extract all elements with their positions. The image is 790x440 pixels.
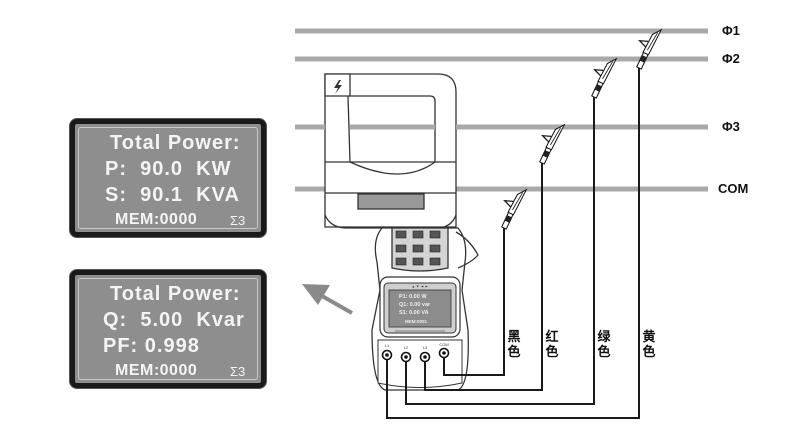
lightning-icon xyxy=(334,80,342,94)
display-mode: Σ3 xyxy=(230,364,246,379)
svg-text:▲ ▼ ◄ ►: ▲ ▼ ◄ ► xyxy=(412,285,429,289)
keypad xyxy=(395,230,441,266)
key-4[interactable] xyxy=(395,244,407,253)
meter-screen-line1: P1: 0.00 W xyxy=(399,294,427,300)
display-value-s: S: 90.1 KVA xyxy=(105,184,240,206)
lead-label-black: 黑色 xyxy=(507,329,521,359)
key-6[interactable] xyxy=(429,244,441,253)
label-phi2: Φ2 xyxy=(722,51,740,66)
jack-label-l2: L2 xyxy=(404,345,409,350)
lead-label-green: 绿色 xyxy=(597,329,611,359)
display-value-q: Q: 5.00 Kvar xyxy=(103,309,245,331)
wire-black xyxy=(443,228,505,376)
key-1[interactable] xyxy=(395,230,407,239)
meter-screen-line3: S1: 0.00 VA xyxy=(399,310,429,316)
key-3[interactable] xyxy=(429,230,441,239)
jack-label-l3: L3 xyxy=(423,345,428,350)
clamp-head xyxy=(324,73,457,229)
display-title: Total Power: xyxy=(110,132,241,154)
jack-label-l1: L1 xyxy=(385,343,390,348)
lead-label-yellow: 黄色 xyxy=(642,329,656,359)
meter-screen-line4: MEM:0001 xyxy=(405,319,428,324)
display-mode: Σ3 xyxy=(230,213,246,228)
display-value-p: P: 90.0 KW xyxy=(105,158,232,180)
clip-red xyxy=(539,123,566,165)
clip-green xyxy=(591,57,618,99)
wires xyxy=(386,68,640,419)
jack-label-com: COM xyxy=(439,342,448,347)
alligator-clips xyxy=(501,28,663,230)
wire-yellow xyxy=(386,68,640,419)
display-mem: MEM:0000 xyxy=(115,211,198,228)
wire-red xyxy=(424,163,543,391)
key-8[interactable] xyxy=(412,257,424,266)
jack-panel: L1 L2 L3 COM xyxy=(377,339,463,388)
clip-black xyxy=(501,188,528,230)
display-title: Total Power: xyxy=(110,283,241,305)
label-phi3: Φ3 xyxy=(722,119,740,134)
label-phi1: Φ1 xyxy=(722,23,740,38)
lead-label-red: 红色 xyxy=(545,329,559,359)
key-2[interactable] xyxy=(412,230,424,239)
display-total-power-q-pf: Total Power: Q: 5.00 Kvar PF: 0.998 MEM:… xyxy=(70,270,266,388)
display-total-power-p-s: Total Power: P: 90.0 KW S: 90.1 KVA MEM:… xyxy=(70,119,266,237)
key-9[interactable] xyxy=(429,257,441,266)
label-com: COM xyxy=(718,181,749,196)
key-5[interactable] xyxy=(412,244,424,253)
display-value-pf: PF: 0.998 xyxy=(103,335,200,357)
display-mem: MEM:0000 xyxy=(115,362,198,379)
key-7[interactable] xyxy=(395,257,407,266)
wire-green xyxy=(405,97,595,405)
meter-screen-line2: Q1: 0.00 var xyxy=(399,302,431,308)
clip-yellow xyxy=(636,28,663,70)
arrow-icon xyxy=(302,284,353,315)
meter-display-frame: ▲ ▼ ◄ ► xyxy=(379,276,461,338)
